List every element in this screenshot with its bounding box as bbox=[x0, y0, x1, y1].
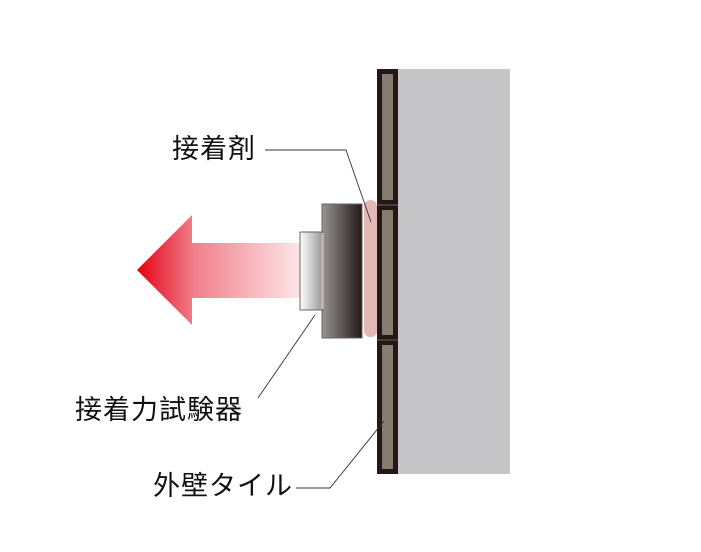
label-adhesive-text: 接着剤 bbox=[172, 134, 256, 165]
label-tester-text: 接着力試験器 bbox=[75, 395, 243, 426]
leader-line-adhesive bbox=[265, 149, 372, 223]
leader-line-tile bbox=[296, 420, 385, 489]
label-tile-text: 外壁タイル bbox=[153, 471, 293, 502]
adhesion-tester bbox=[299, 203, 363, 339]
exterior-wall bbox=[398, 69, 510, 474]
exterior-tiles bbox=[377, 69, 398, 474]
leader-line-tester bbox=[257, 314, 316, 399]
adhesive-layer bbox=[364, 200, 377, 337]
pull-direction-arrow bbox=[137, 215, 300, 325]
